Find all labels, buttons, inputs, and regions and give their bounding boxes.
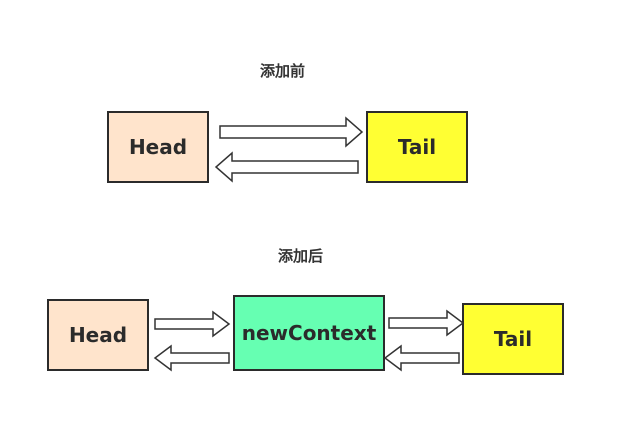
after-arrow-new-to-head	[153, 344, 230, 372]
before-title: 添加前	[260, 62, 306, 80]
after-arrow-new-to-tail	[388, 309, 465, 337]
before-arrow-tail-to-head	[214, 151, 359, 183]
after-arrow-tail-to-new	[383, 344, 460, 372]
after-arrow-head-to-new	[154, 310, 231, 338]
before-head-node: Head	[107, 111, 209, 183]
after-head-node: Head	[47, 299, 149, 371]
after-title: 添加后	[278, 247, 324, 265]
after-tail-node: Tail	[462, 303, 564, 375]
before-arrow-head-to-tail	[219, 116, 364, 148]
after-new-context-node: newContext	[233, 295, 385, 371]
before-tail-node: Tail	[366, 111, 468, 183]
